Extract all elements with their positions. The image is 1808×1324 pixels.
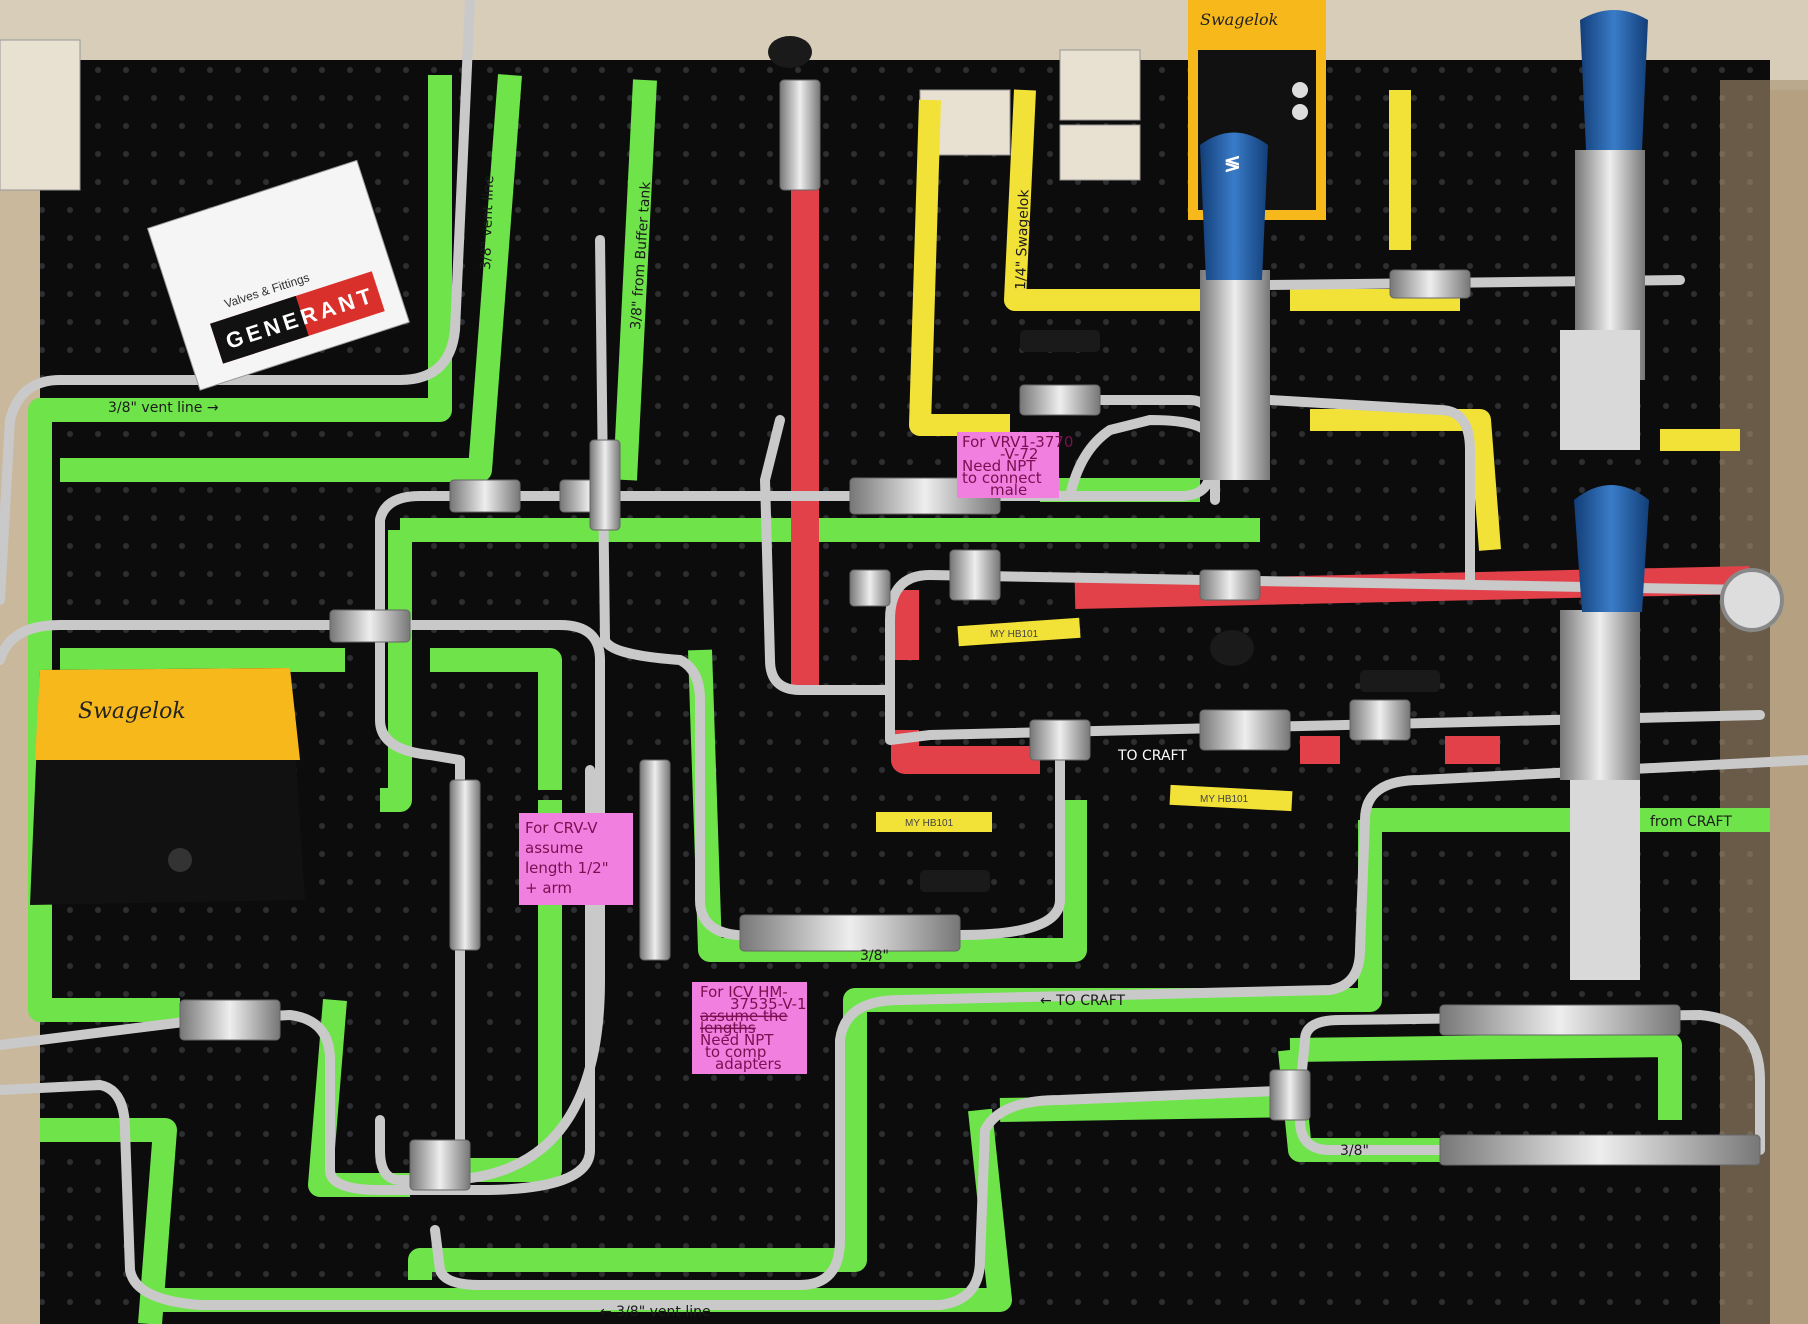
- regulator-3: [1560, 485, 1649, 980]
- pressure-gauge: [1720, 568, 1784, 632]
- swagelok-logo-top: Swagelok: [1200, 10, 1278, 29]
- label-to-craft-green: ← TO CRAFT: [1040, 993, 1126, 1009]
- valve-handles: [768, 36, 1440, 892]
- label-vent-line-bottom: ← 3/8" vent line: [600, 1304, 711, 1320]
- swagelok-controller-left: Swagelok: [30, 668, 305, 905]
- label-vent-line: 3/8" vent line →: [108, 400, 219, 416]
- regulator-1: ≶: [1200, 132, 1270, 480]
- label-from-craft: from CRAFT: [1650, 814, 1732, 830]
- generant-box: GENERANT Valves & Fittings: [146, 159, 410, 391]
- swagelok-logo-left: Swagelok: [78, 699, 186, 724]
- label-vent-line-vertical: 3/8" vent line: [478, 175, 497, 270]
- label-to-craft: TO CRAFT: [1117, 748, 1187, 764]
- regulator-logo-icon: ≶: [1224, 153, 1241, 175]
- part-label: MY HB101: [990, 629, 1039, 640]
- label-three-eighths-bottom: 3/8": [1340, 1143, 1369, 1159]
- label-three-eighths: 3/8": [860, 948, 889, 964]
- regulator-2: [1560, 10, 1648, 450]
- label-quarter-inch: 1/4" Swagelok: [1013, 188, 1033, 290]
- yellow-part-labels: MY HB101 MY HB101 MY HB101: [876, 617, 1293, 832]
- part-label: MY HB101: [905, 818, 954, 829]
- yellow-tape-lines: [909, 89, 1740, 551]
- part-label: MY HB101: [1200, 794, 1249, 805]
- fittings: [179, 79, 1761, 1191]
